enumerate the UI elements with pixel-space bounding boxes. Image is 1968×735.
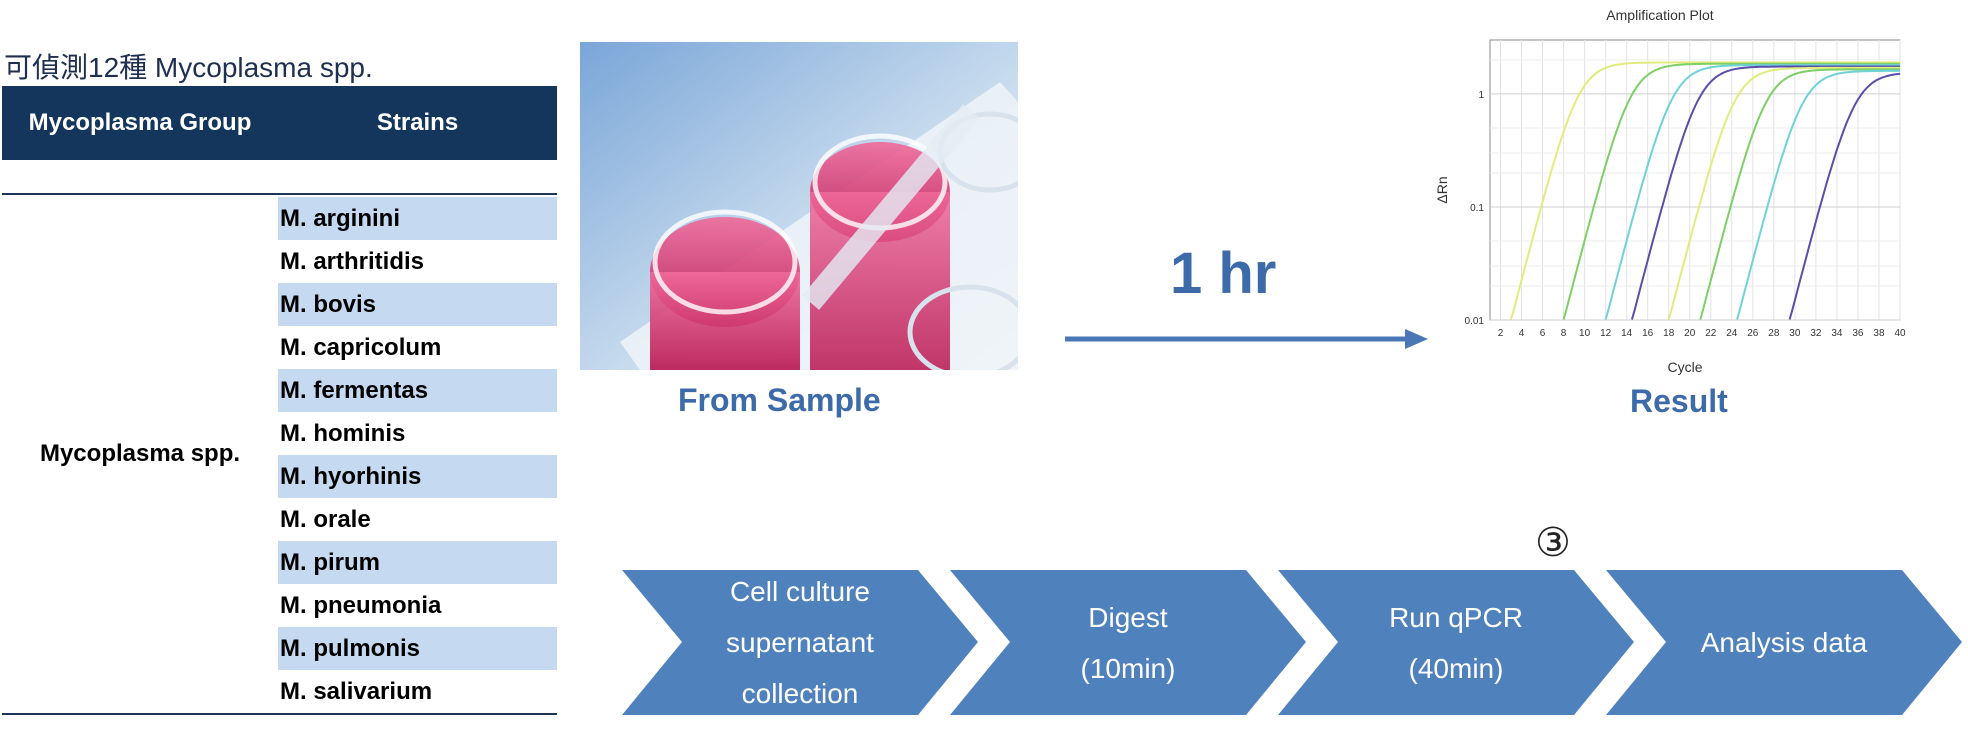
strain-row: M. orale (280, 506, 371, 533)
process-chevrons (622, 570, 1962, 715)
table-bottom-rule (2, 713, 557, 715)
chevron-3 (1278, 570, 1634, 715)
strain-row: M. arthritidis (280, 248, 425, 275)
sample-photo (580, 42, 1018, 370)
x-tick-label: 6 (1540, 328, 1546, 339)
time-label: 1 hr (1170, 241, 1277, 306)
strain-row: M. arginini (278, 197, 557, 240)
plot-xlabel: Cycle (1667, 359, 1702, 375)
y-tick-label: 1 (1478, 90, 1484, 101)
amplification-curve (1630, 65, 1900, 320)
x-tick-label: 10 (1579, 328, 1591, 339)
x-tick-label: 8 (1561, 328, 1567, 339)
y-tick-label: 0.01 (1465, 316, 1485, 327)
plot-ylabel: ΔRn (1434, 176, 1450, 203)
x-tick-label: 4 (1519, 328, 1525, 339)
strain-list: M. arginini M. arthritidis M. bovis M. capr… (278, 197, 557, 713)
x-tick-label: 32 (1810, 328, 1822, 339)
step-4-label: Analysis data (1700, 627, 1868, 658)
y-tick-label: 0.1 (1470, 203, 1484, 214)
chevron-4 (1606, 570, 1962, 715)
group-cell: Mycoplasma spp. (39, 440, 241, 467)
amplification-curve (1667, 66, 1900, 320)
page-title: 可偵測12種 Mycoplasma spp. (4, 52, 373, 83)
strain-row: M. pneumonia (280, 592, 442, 619)
x-tick-label: 30 (1789, 328, 1801, 339)
step-3-label: Run qPCR(40min) (1389, 601, 1523, 684)
strain-table: Mycoplasma Group Strains (2, 86, 557, 160)
table-header: Mycoplasma Group Strains (2, 86, 557, 160)
x-tick-label: 22 (1705, 328, 1717, 339)
x-tick-label: 24 (1726, 328, 1738, 339)
step-2-label: Digest(10min) (1080, 601, 1176, 684)
amplification-curve (1604, 64, 1900, 320)
amplification-curve (1788, 72, 1901, 320)
x-tick-label: 40 (1894, 328, 1906, 339)
amplification-curve (1736, 69, 1900, 320)
x-tick-label: 28 (1768, 328, 1780, 339)
x-tick-label: 2 (1498, 328, 1504, 339)
x-tick-label: 16 (1642, 328, 1654, 339)
table-top-rule (2, 193, 557, 195)
strain-row: M. hominis (280, 420, 406, 447)
flow-arrow (1065, 329, 1428, 349)
chevron-1 (622, 570, 978, 715)
x-tick-label: 36 (1852, 328, 1864, 339)
step-number: ③ (1535, 520, 1571, 566)
x-tick-label: 38 (1873, 328, 1885, 339)
x-tick-label: 20 (1684, 328, 1696, 339)
x-tick-label: 26 (1747, 328, 1759, 339)
strain-row: M. hyorhinis (278, 455, 557, 498)
amplification-curve (1510, 61, 1900, 320)
strain-row: M. capricolum (280, 334, 442, 361)
strain-row: M. salivarium (280, 678, 433, 705)
x-tick-label: 18 (1663, 328, 1675, 339)
x-tick-label: 34 (1831, 328, 1843, 339)
strain-row: M. fermentas (278, 369, 557, 412)
header-group: Mycoplasma Group (28, 109, 252, 136)
strain-row: M. pulmonis (278, 627, 557, 670)
x-tick-label: 12 (1600, 328, 1612, 339)
plot-frame (1489, 39, 1901, 321)
amplification-curve (1699, 68, 1900, 320)
x-tick-label: 14 (1621, 328, 1633, 339)
chevron-2 (950, 570, 1306, 715)
amplification-curve (1562, 62, 1900, 320)
photo-caption: From Sample (678, 382, 881, 418)
result-caption: Result (1630, 383, 1728, 419)
strain-row: M. bovis (278, 283, 557, 326)
header-strains: Strains (376, 109, 459, 136)
strain-row: M. pirum (278, 541, 557, 584)
plot-title: Amplification Plot (1606, 7, 1713, 23)
